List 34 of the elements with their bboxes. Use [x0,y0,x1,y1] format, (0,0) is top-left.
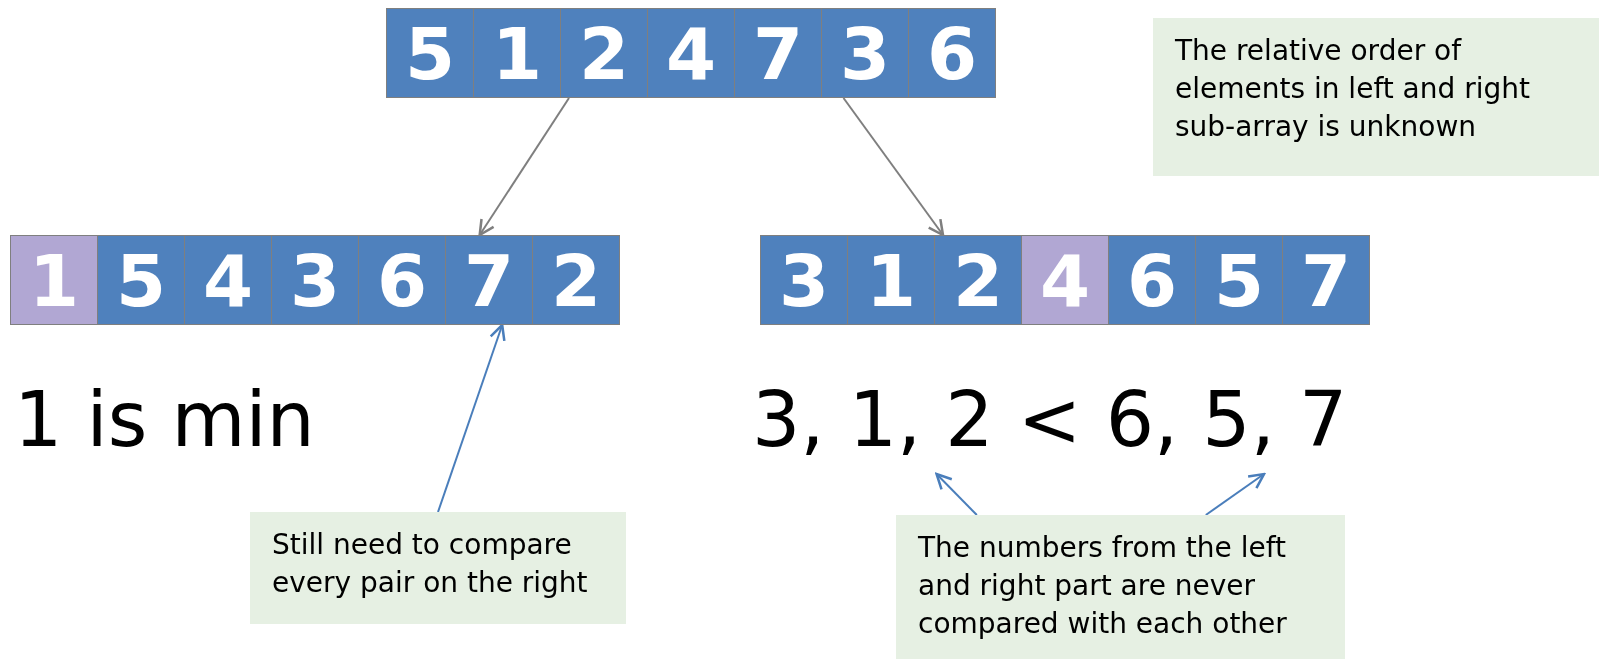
array-cell: 2 [934,235,1022,325]
note-box: The numbers from the left and right part are never compared with each other [896,515,1345,659]
min-text: 1 is min [14,375,315,465]
array-bar [386,8,996,98]
array-cell: 6 [908,8,996,98]
array-cell: 6 [1108,235,1196,325]
array-cell: 5 [386,8,474,98]
arrow [842,97,945,237]
array-cell: 3 [271,235,359,325]
array-cell: 3 [760,235,848,325]
array-cell: 4 [184,235,272,325]
array-cell: 7 [734,8,822,98]
leader-line [1204,472,1266,516]
array-cell: 4 [1021,235,1109,325]
array-bar [10,235,620,325]
array-bar [760,235,1370,325]
array-cell: 7 [1282,235,1370,325]
array-cell: 1 [10,235,98,325]
array-cell: 3 [821,8,909,98]
comparison-text: 3, 1, 2 < 6, 5, 7 [752,375,1348,465]
array-cell: 2 [532,235,620,325]
array-cell: 7 [445,235,533,325]
arrow [478,97,570,237]
array-cell: 4 [647,8,735,98]
array-cell: 6 [358,235,446,325]
array-cell: 5 [97,235,185,325]
leader-line [935,472,978,516]
leader-line [437,323,506,513]
note-box: The relative order of elements in left and right sub-array is unknown [1153,18,1599,176]
array-cell: 1 [847,235,935,325]
array-cell: 5 [1195,235,1283,325]
array-cell: 1 [473,8,561,98]
note-box: Still need to compare every pair on the right [250,512,626,624]
array-cell: 2 [560,8,648,98]
